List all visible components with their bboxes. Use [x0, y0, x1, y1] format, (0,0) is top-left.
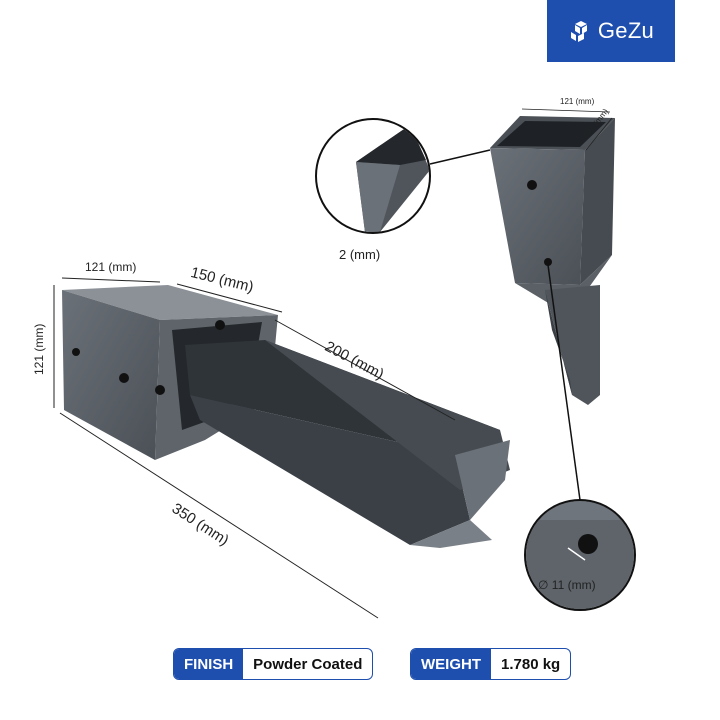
- weight-key: WEIGHT: [411, 649, 491, 679]
- brand-logo: GeZu: [547, 0, 675, 62]
- cube-stack-icon: [570, 21, 587, 42]
- thickness-label: 2 (mm): [339, 247, 381, 262]
- side-height-label: 121 (mm): [32, 323, 46, 375]
- hole-diameter-label: ∅ 11 (mm): [538, 578, 596, 592]
- brand-name: GeZu: [597, 18, 655, 43]
- top-width-label: 121 (mm): [560, 97, 595, 106]
- finish-value: Powder Coated: [253, 655, 363, 673]
- side-width-label: 121 (mm): [85, 260, 137, 274]
- post-anchor-vertical: [490, 116, 615, 405]
- weight-value: 1.780 kg: [501, 655, 561, 673]
- finish-key: FINISH: [174, 649, 244, 679]
- hole-detail-callout: [524, 264, 636, 611]
- finish-badge: FINISH Powder Coated: [173, 648, 374, 680]
- thickness-detail-callout: [315, 118, 491, 234]
- weight-badge: WEIGHT 1.780 kg: [410, 648, 572, 680]
- post-anchor-horizontal: [62, 285, 510, 548]
